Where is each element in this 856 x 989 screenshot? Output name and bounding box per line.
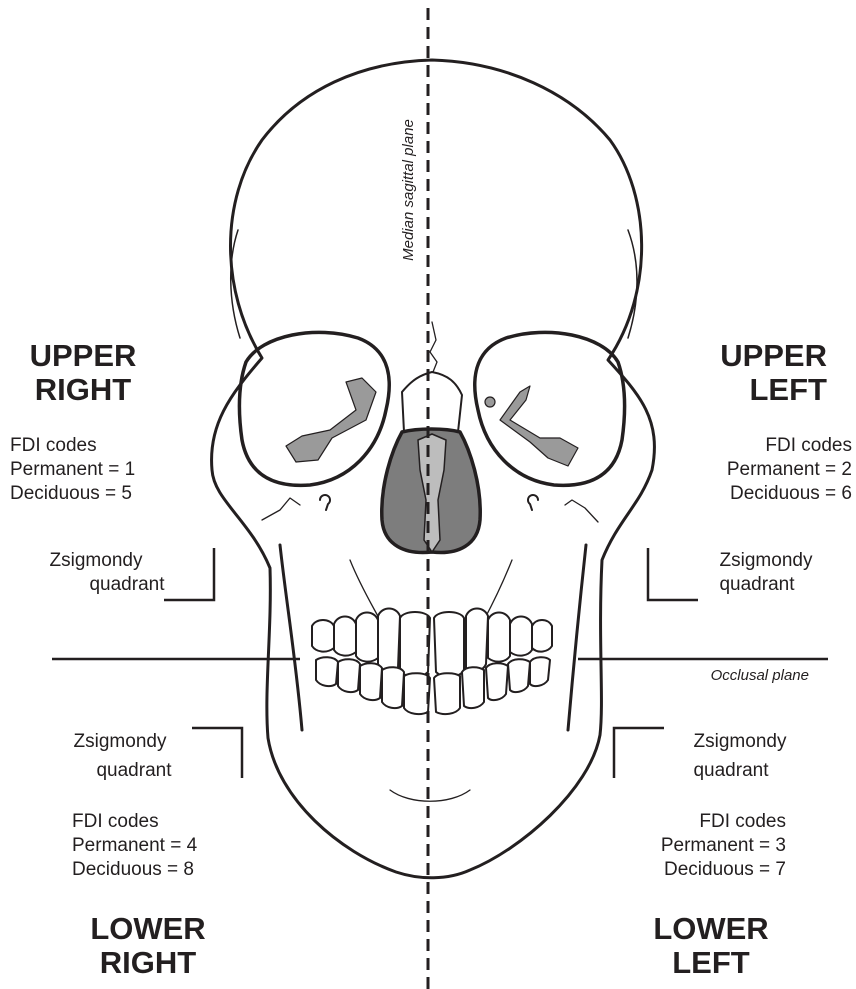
upper-left-permanent: Permanent = 2 <box>727 459 852 480</box>
lower-left-zsigmondy-line1: Zsigmondy <box>694 731 787 752</box>
lower-left-deciduous: Deciduous = 7 <box>664 859 786 880</box>
quadrant-upper-left: UPPER LEFT FDI codes Permanent = 2 Decid… <box>719 338 852 595</box>
upper-right-title-line2: RIGHT <box>35 372 132 407</box>
zsigmondy-mark-lower-right <box>192 728 242 778</box>
skull-illustration <box>212 60 655 878</box>
quadrant-lower-left: Zsigmondy quadrant FDI codes Permanent =… <box>653 731 787 980</box>
lower-left-permanent: Permanent = 3 <box>661 835 786 856</box>
lower-right-permanent: Permanent = 4 <box>72 835 198 856</box>
upper-right-zsigmondy-line1: Zsigmondy <box>50 550 143 571</box>
upper-left-title-line1: UPPER <box>720 338 827 373</box>
lower-right-zsigmondy-line2: quadrant <box>96 760 172 781</box>
lower-right-fdi-heading: FDI codes <box>72 811 159 832</box>
upper-left-title-line2: LEFT <box>750 372 828 407</box>
lower-left-fdi-heading: FDI codes <box>699 811 786 832</box>
upper-left-zsigmondy-line1: Zsigmondy <box>720 550 813 571</box>
upper-left-deciduous: Deciduous = 6 <box>730 483 852 504</box>
zsigmondy-mark-upper-right <box>164 548 214 600</box>
upper-right-zsigmondy-line2: quadrant <box>89 574 165 595</box>
lower-left-title-line1: LOWER <box>653 911 768 946</box>
lower-right-title-line1: LOWER <box>90 911 205 946</box>
upper-right-title-line1: UPPER <box>30 338 137 373</box>
upper-right-permanent: Permanent = 1 <box>10 459 135 480</box>
lower-left-zsigmondy-line2: quadrant <box>693 760 769 781</box>
zsigmondy-mark-lower-left <box>614 728 664 778</box>
quadrant-upper-right: UPPER RIGHT FDI codes Permanent = 1 Deci… <box>10 338 165 595</box>
upper-right-fdi-heading: FDI codes <box>10 435 97 456</box>
lower-right-title-line2: RIGHT <box>100 945 197 980</box>
zsigmondy-mark-upper-left <box>648 548 698 600</box>
left-orbit-foramen <box>485 397 495 407</box>
upper-left-fdi-heading: FDI codes <box>765 435 852 456</box>
lower-right-deciduous: Deciduous = 8 <box>72 859 194 880</box>
median-sagittal-plane-label: Median sagittal plane <box>400 119 417 261</box>
lower-left-title-line2: LEFT <box>672 945 750 980</box>
quadrant-lower-right: Zsigmondy quadrant FDI codes Permanent =… <box>72 731 206 980</box>
upper-left-zsigmondy-line2: quadrant <box>719 574 795 595</box>
lower-right-zsigmondy-line1: Zsigmondy <box>74 731 167 752</box>
occlusal-plane-label: Occlusal plane <box>711 667 809 684</box>
upper-right-deciduous: Deciduous = 5 <box>10 483 132 504</box>
